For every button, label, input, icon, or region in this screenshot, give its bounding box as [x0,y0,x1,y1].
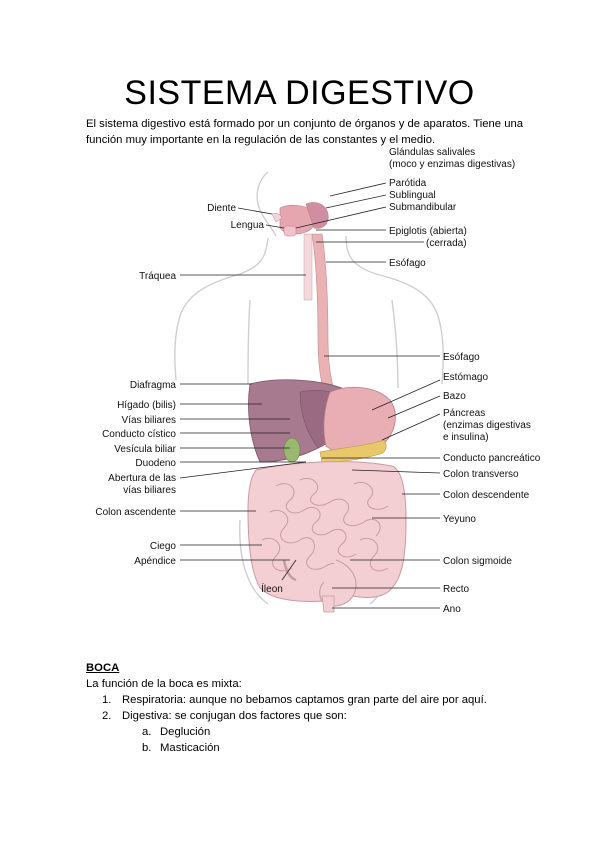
label-glandulas: (moco y enzimas digestivas) [389,159,515,170]
label-colon-ascendente: Colon ascendente [95,507,176,518]
list-item: 1. Respiratoria: aunque no bebamos capta… [102,692,546,708]
label-pancreas: (enzimas digestivas [443,420,531,431]
esophagus [303,233,335,393]
label-glandulas: Glándulas salivales [389,147,475,158]
sigmoid-rectum [319,559,357,607]
large-intestine [247,461,407,602]
label-diafragma: Diafragma [130,380,177,391]
small-intestine [261,478,389,579]
label-diente: Diente [207,203,236,214]
sublist-text: Deglución [160,726,211,738]
list-item: 2. Digestiva: se conjugan dos factores q… [102,708,546,724]
label-pancreas: e insulina) [443,432,489,443]
section-intro: La función de la boca es mixta: [86,678,242,690]
label-higado: Hígado (bilis) [117,400,176,411]
label-ciego: Ciego [150,541,177,552]
list-text: Respiratoria: aunque no bebamos captamos… [122,694,487,706]
list-number: 2. [102,710,112,722]
appendix [282,559,297,582]
intro-line: El sistema digestivo está formado por un… [86,118,524,130]
page-title: SISTEMA DIGESTIVO [124,74,475,112]
label-parotida: Parótida [389,178,427,189]
label-lengua: Lengua [231,220,265,231]
intro-paragraph: El sistema digestivo está formado por un… [86,116,526,148]
mouth-region [271,202,329,237]
sublist-letter: b. [142,742,152,754]
label-bazo: Bazo [443,391,466,402]
pancreas [319,439,387,463]
sublist-text: Masticación [160,742,220,754]
label-ano: Ano [443,604,461,615]
label-sublingual: Sublingual [389,190,436,201]
label-epiglotis: Epiglotis (abierta) [389,226,467,237]
gallbladder [283,437,301,463]
label-colon-sigmoide: Colon sigmoide [443,556,512,567]
list-number: 1. [102,694,112,706]
label-abertura: vías biliares [123,485,176,496]
label-conducto-cistico: Conducto cístico [102,429,176,440]
label-estomago: Estómago [443,372,488,383]
sublist-item: a. Deglución [142,724,546,740]
label-vias-biliares: Vías biliares [122,415,176,426]
label-esofago: Esófago [389,258,426,269]
sublist-letter: a. [142,726,152,738]
boca-section: BOCA La función de la boca es mixta: 1. … [86,660,546,756]
label-esofago: Esófago [443,352,480,363]
label-vesicula-biliar: Vesícula biliar [114,444,176,455]
label-abertura: Abertura de las [108,473,176,484]
label-yeyuno: Yeyuno [443,514,476,525]
label-colon-descendente: Colon descendente [443,490,530,501]
label-conducto-pancreatico: Conducto pancreático [443,453,541,464]
sublist-item: b. Masticación [142,740,546,756]
intro-line: función muy importante en la regulación … [86,134,436,146]
label-duodeno: Duodeno [135,458,176,469]
section-heading: BOCA [86,662,120,674]
label-recto: Recto [443,584,470,595]
label-colon-transverso: Colon transverso [443,469,519,480]
rectum [321,595,335,613]
label-submandibular: Submandibular [389,202,457,213]
label-epiglotis: (cerrada) [426,238,467,249]
label-ileon: Íleon [261,582,283,595]
label-apendice: Apéndice [134,556,176,567]
leader-lines [179,182,441,609]
list-text: Digestiva: se conjugan dos factores que … [122,710,347,722]
label-pancreas: Páncreas [443,408,485,419]
label-traquea: Tráquea [139,271,176,282]
